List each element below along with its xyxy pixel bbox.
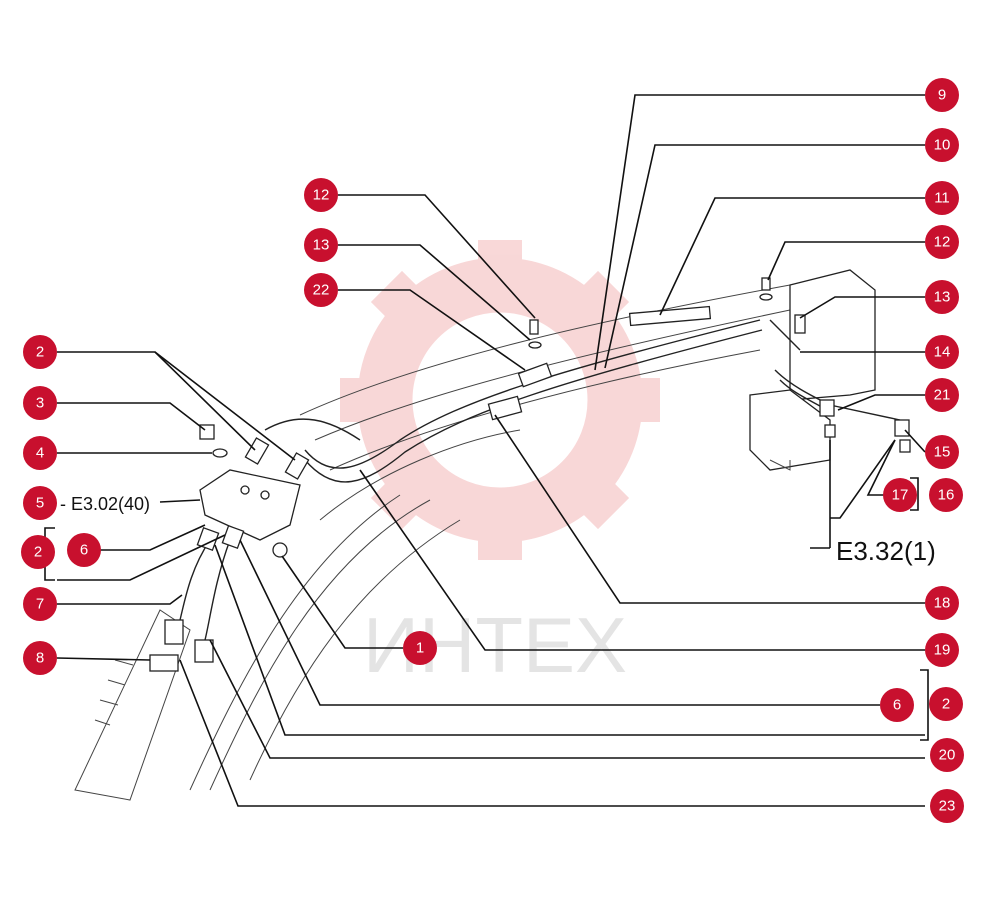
callout-10: 10	[925, 128, 959, 162]
callout-5: 5	[23, 486, 57, 520]
svg-text:13: 13	[934, 289, 951, 306]
svg-text:21: 21	[934, 387, 951, 404]
callout-20: 20	[930, 738, 964, 772]
callout-13-left: 13	[304, 228, 338, 262]
ref-e3-02: - E3.02(40)	[60, 494, 150, 514]
callout-16: 16	[929, 478, 963, 512]
callout-1: 1	[403, 631, 437, 665]
svg-text:6: 6	[893, 697, 901, 714]
callout-15: 15	[925, 435, 959, 469]
svg-text:13: 13	[313, 237, 330, 254]
callout-19: 19	[925, 633, 959, 667]
hoses	[179, 319, 901, 641]
svg-text:18: 18	[934, 595, 951, 612]
svg-text:15: 15	[934, 444, 951, 461]
svg-text:2: 2	[36, 344, 44, 361]
callout-21: 21	[925, 378, 959, 412]
svg-text:5: 5	[36, 495, 44, 512]
svg-text:10: 10	[934, 137, 951, 154]
callout-14: 14	[925, 335, 959, 369]
svg-text:23: 23	[939, 798, 956, 815]
svg-text:22: 22	[313, 282, 330, 299]
leader-lines	[44, 94, 929, 807]
svg-text:12: 12	[313, 187, 330, 204]
svg-text:7: 7	[36, 596, 44, 613]
callout-13-right: 13	[925, 280, 959, 314]
callout-6-left: 6	[67, 533, 101, 567]
svg-text:9: 9	[938, 87, 946, 104]
svg-text:11: 11	[934, 190, 950, 207]
svg-text:14: 14	[934, 344, 951, 361]
callout-22: 22	[304, 273, 338, 307]
watermark-text: ИНТЕХ	[363, 601, 627, 689]
svg-text:6: 6	[80, 542, 88, 559]
svg-text:16: 16	[938, 487, 955, 504]
callout-2-left: 2	[21, 535, 55, 569]
svg-text:12: 12	[934, 234, 951, 251]
callout-3: 3	[23, 386, 57, 420]
svg-text:1: 1	[416, 640, 424, 657]
svg-text:19: 19	[934, 642, 951, 659]
callout-18: 18	[925, 586, 959, 620]
svg-text:17: 17	[892, 487, 909, 504]
callout-8: 8	[23, 641, 57, 675]
gear-watermark-icon	[340, 240, 660, 560]
watermark: ИНТЕХ	[340, 240, 660, 689]
callout-11: 11	[925, 181, 959, 215]
svg-text:2: 2	[942, 696, 950, 713]
svg-text:2: 2	[34, 544, 42, 561]
callout-2-top: 2	[23, 335, 57, 369]
svg-text:4: 4	[36, 445, 44, 462]
callout-12-right: 12	[925, 225, 959, 259]
svg-text:3: 3	[36, 395, 44, 412]
valve-block	[199, 469, 301, 541]
callout-2-right: 2	[929, 687, 963, 721]
svg-text:8: 8	[36, 650, 44, 667]
callout-6-right: 6	[880, 688, 914, 722]
callout-17: 17	[883, 478, 917, 512]
callout-4: 4	[23, 436, 57, 470]
callout-7: 7	[23, 587, 57, 621]
ref-e3-32: E3.32(1)	[836, 536, 936, 566]
svg-text:20: 20	[939, 747, 956, 764]
callout-23: 23	[930, 789, 964, 823]
callout-9: 9	[925, 78, 959, 112]
fittings	[149, 277, 911, 672]
callout-12-left: 12	[304, 178, 338, 212]
